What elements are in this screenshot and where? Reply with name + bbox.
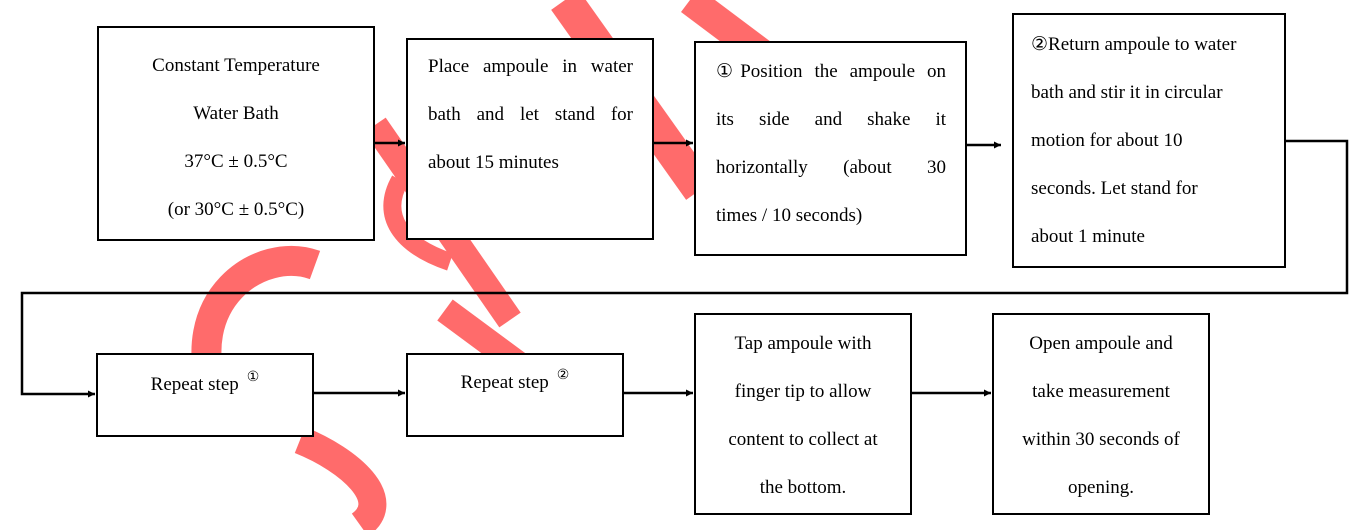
box-stand-15-line-1: Place ampoule in water — [428, 56, 633, 77]
box-step2-line-1: ②Return ampoule to water — [1031, 34, 1237, 55]
box-step1-line-1: ①Position the ampoule on — [716, 61, 946, 82]
box-repeat2-mark: ② — [556, 368, 570, 383]
box-repeat1: Repeat step ① — [96, 353, 314, 437]
box-step1-line-2: its side and shake it — [716, 109, 946, 130]
box-open-line-2: take measurement — [1032, 381, 1170, 402]
box-step1-line-4: times / 10 seconds) — [716, 205, 863, 226]
box-step1: ①Position the ampoule on its side and sh… — [694, 41, 967, 256]
box-stand-15-line-2: bath and let stand for — [428, 104, 633, 125]
box-repeat2-text: Repeat step — [460, 372, 549, 393]
box-repeat2-line: Repeat step ② — [408, 359, 622, 409]
box-tap: Tap ampoule with finger tip to allow con… — [694, 313, 912, 515]
box-stand-15: Place ampoule in water bath and let stan… — [406, 38, 654, 240]
box-water-bath: Constant Temperature Water Bath 37°C ± 0… — [97, 26, 375, 241]
box-step2-line-4: seconds. Let stand for — [1031, 178, 1198, 199]
connector-wrap-to-row2 — [20, 139, 1349, 398]
box-step1-line-3: horizontally (about 30 — [716, 157, 946, 178]
box-open-line-4: opening. — [1068, 477, 1134, 498]
box-step2-line-3: motion for about 10 — [1031, 130, 1183, 151]
box-repeat1-line: Repeat step ① — [98, 361, 312, 411]
box-stand-15-line-3: about 15 minutes — [428, 152, 559, 173]
box-repeat1-mark: ① — [246, 370, 260, 385]
box-water-bath-line-4: (or 30°C ± 0.5°C) — [167, 199, 305, 220]
watermark-stroke-curl — [383, 175, 454, 271]
box-repeat2: Repeat step ② — [406, 353, 624, 437]
watermark-stroke-s — [294, 427, 387, 530]
box-water-bath-line-3: 37°C ± 0.5°C — [184, 151, 288, 172]
box-step2: ②Return ampoule to water bath and stir i… — [1012, 13, 1286, 268]
box-step2-line-5: about 1 minute — [1031, 226, 1145, 247]
box-open: Open ampoule and take measurement within… — [992, 313, 1210, 515]
box-open-line-1: Open ampoule and — [1029, 333, 1173, 354]
box-tap-line-2: finger tip to allow — [734, 381, 872, 402]
box-tap-line-3: content to collect at — [728, 429, 878, 450]
box-water-bath-line-2: Water Bath — [193, 103, 279, 124]
box-water-bath-line-1: Constant Temperature — [152, 55, 320, 76]
box-tap-line-4: the bottom. — [759, 477, 847, 498]
box-repeat1-text: Repeat step — [150, 374, 239, 395]
box-tap-line-1: Tap ampoule with — [734, 333, 872, 354]
box-step2-line-2: bath and stir it in circular — [1031, 82, 1223, 103]
box-open-line-3: within 30 seconds of — [1022, 429, 1180, 450]
